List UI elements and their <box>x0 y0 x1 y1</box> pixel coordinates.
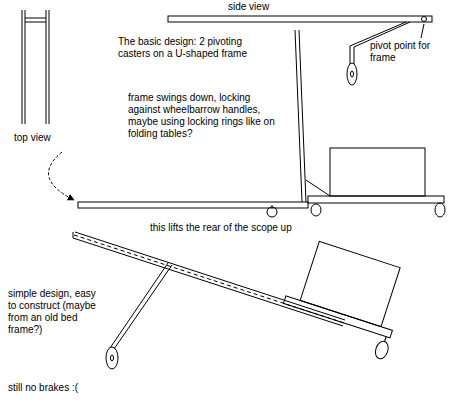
view-title: side view <box>228 1 298 13</box>
leader-line <box>421 24 424 38</box>
frame-note: frame swings down, locking against wheel… <box>128 92 278 140</box>
lift-note: this lifts the rear of the scope up <box>150 222 330 234</box>
view-title: top view <box>14 132 74 144</box>
swing-arrow <box>49 152 74 200</box>
top-view-frame <box>22 10 49 124</box>
brakes-note: still no brakes :( <box>8 382 128 394</box>
design-note: The basic design: 2 pivoting casters on … <box>118 36 248 60</box>
tilted-assembly <box>73 232 413 369</box>
pivot-callout: pivot point for frame <box>370 40 446 64</box>
lowered-assembly <box>78 30 445 217</box>
design-note: simple design, easy to construct (maybe … <box>8 288 106 336</box>
